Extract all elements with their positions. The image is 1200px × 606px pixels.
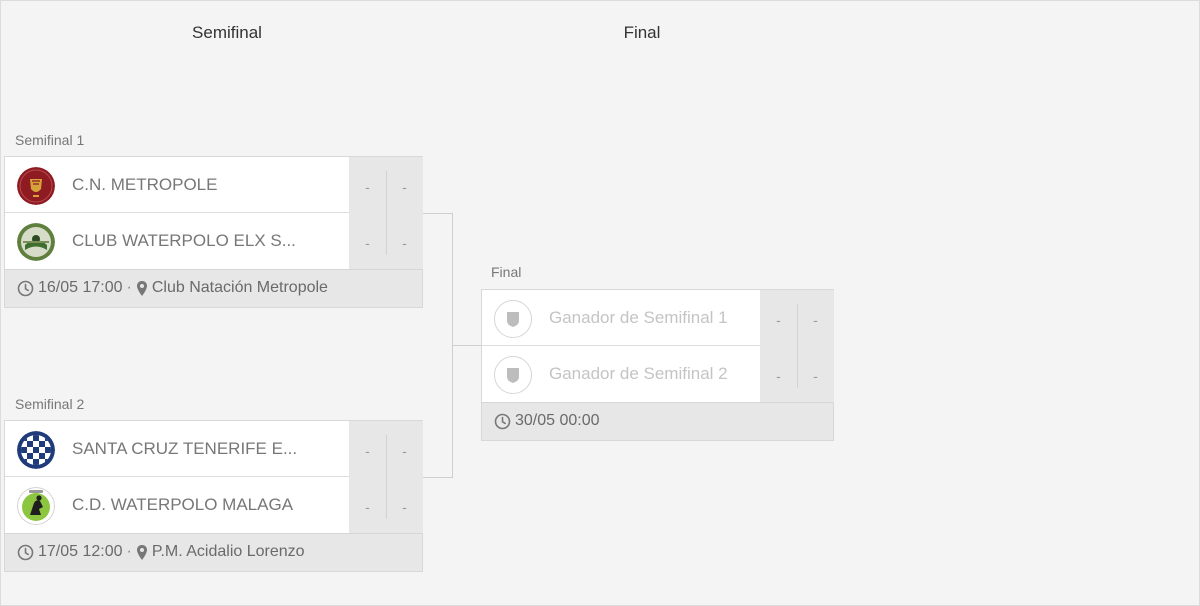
score: -	[365, 443, 370, 459]
map-pin-icon	[136, 544, 147, 560]
match-datetime: 30/05 00:00	[515, 412, 600, 429]
score-divider	[797, 304, 798, 388]
match-venue: Club Natación Metropole	[151, 279, 328, 296]
score-divider	[386, 435, 387, 519]
scores-column: - - - -	[760, 290, 834, 402]
team-row[interactable]: Ganador de Semifinal 2	[482, 346, 760, 402]
score: -	[813, 368, 818, 384]
crest-icon	[17, 223, 55, 261]
connector-final-h	[452, 345, 481, 346]
match-datetime: 17/05 12:00	[38, 543, 123, 560]
scores-column: - - - -	[349, 157, 423, 269]
footer-separator: ·	[126, 279, 132, 296]
connector-sf2-h	[422, 477, 452, 478]
match-final[interactable]: Ganador de Semifinal 1 Ganador de Semifi…	[481, 289, 834, 441]
crest-icon	[17, 487, 55, 525]
score: -	[365, 235, 370, 251]
map-pin-icon	[136, 280, 147, 296]
team-name: C.N. METROPOLE	[72, 175, 218, 194]
score-divider	[386, 171, 387, 255]
footer-separator: ·	[126, 543, 132, 560]
score: -	[813, 312, 818, 328]
match-datetime: 16/05 17:00	[38, 279, 123, 296]
match-footer: 30/05 00:00	[482, 402, 833, 440]
team-row[interactable]: CLUB WATERPOLO ELX S...	[5, 213, 349, 269]
team-row[interactable]: Ganador de Semifinal 1	[482, 290, 760, 346]
match-footer: 17/05 12:00 · P.M. Acidalio Lorenzo	[5, 533, 422, 571]
shield-icon	[507, 368, 519, 383]
round-title-semifinal: Semifinal	[192, 23, 262, 42]
match-venue: P.M. Acidalio Lorenzo	[151, 543, 305, 560]
team-row[interactable]: SANTA CRUZ TENERIFE E...	[5, 421, 349, 477]
crest-icon	[17, 167, 55, 205]
team-logo-placeholder	[494, 300, 532, 338]
crest-icon	[17, 431, 55, 469]
team-row[interactable]: C.N. METROPOLE	[5, 157, 349, 213]
shield-icon	[507, 312, 519, 327]
match-semifinal-2[interactable]: SANTA CRUZ TENERIFE E... C.D. WATERPOLO …	[4, 420, 423, 572]
team-logo-santa-cruz	[17, 431, 55, 469]
score: -	[365, 179, 370, 195]
team-name: Ganador de Semifinal 1	[549, 308, 728, 327]
clock-icon	[494, 413, 511, 429]
score: -	[776, 312, 781, 328]
match-label-final: Final	[491, 264, 522, 280]
score: -	[365, 499, 370, 515]
team-name: CLUB WATERPOLO ELX S...	[72, 231, 296, 250]
clock-icon	[17, 544, 34, 560]
team-name: Ganador de Semifinal 2	[549, 364, 728, 383]
connector-sf1-h	[422, 213, 452, 214]
team-logo-elx	[17, 223, 55, 261]
team-logo-metropole	[17, 167, 55, 205]
round-title-final: Final	[623, 23, 661, 42]
team-name: C.D. WATERPOLO MALAGA	[72, 495, 294, 514]
clock-icon	[17, 280, 34, 296]
team-row[interactable]: C.D. WATERPOLO MALAGA	[5, 477, 349, 533]
score: -	[776, 368, 781, 384]
score: -	[402, 179, 407, 195]
match-footer: 16/05 17:00 · Club Natación Metropole	[5, 269, 422, 307]
score: -	[402, 443, 407, 459]
score: -	[402, 499, 407, 515]
match-semifinal-1[interactable]: C.N. METROPOLE CLUB WATERPOLO ELX S... -…	[4, 156, 423, 308]
match-label-semifinal-2: Semifinal 2	[15, 396, 85, 412]
team-logo-malaga	[17, 487, 55, 525]
team-name: SANTA CRUZ TENERIFE E...	[72, 439, 298, 458]
match-label-semifinal-1: Semifinal 1	[15, 132, 85, 148]
scores-column: - - - -	[349, 421, 423, 533]
team-logo-placeholder	[494, 356, 532, 394]
score: -	[402, 235, 407, 251]
